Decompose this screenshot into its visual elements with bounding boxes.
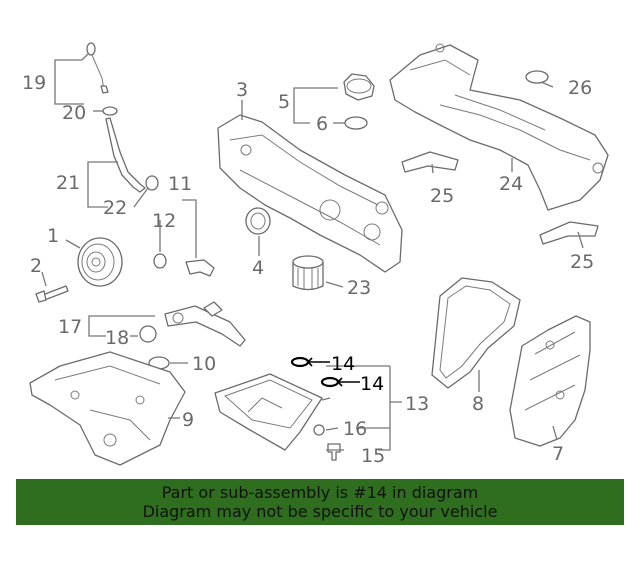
cap-gasket: [344, 116, 368, 130]
label-4: 4: [252, 257, 264, 279]
oil-filter: [292, 255, 324, 291]
notice-line-2: Diagram may not be specific to your vehi…: [142, 502, 498, 521]
label-5: 5: [278, 91, 290, 113]
fitting-11: [185, 259, 215, 277]
gasket-22: [145, 175, 159, 191]
label-2: 2: [30, 255, 42, 277]
label-16: 16: [343, 418, 367, 440]
o-ring-20: [102, 106, 118, 116]
label-17: 17: [58, 316, 82, 338]
label-7: 7: [552, 443, 564, 465]
label-20: 20: [62, 102, 86, 124]
part-number-labels: 1 2 3 4 5 6 7 8 9 10 11 12 13 14 14 15 1…: [22, 72, 594, 467]
gasket-26: [525, 70, 549, 84]
label-19: 19: [22, 72, 46, 94]
notice-line-1: Part or sub-assembly is #14 in diagram: [161, 483, 479, 502]
label-13: 13: [405, 393, 429, 415]
valve-cover-gasket: [431, 277, 521, 389]
dipstick: [86, 42, 109, 94]
oil-pan: [214, 373, 323, 451]
label-24: 24: [499, 173, 523, 195]
leader-lines: [41, 53, 584, 451]
upper-oil-pan: [29, 351, 186, 466]
o-ring-18: [139, 325, 157, 343]
gasket-16: [313, 424, 325, 436]
label-15: 15: [361, 445, 385, 467]
oil-pipe: [164, 301, 246, 347]
drain-plug: [327, 443, 341, 461]
crankshaft-pulley: [77, 237, 123, 287]
valve-cover: [509, 315, 591, 447]
label-22: 22: [103, 197, 127, 219]
oil-filler-cap: [343, 73, 375, 101]
label-14-upper: 14: [331, 353, 355, 375]
intake-gasket-a: [401, 151, 459, 173]
label-8: 8: [472, 393, 484, 415]
label-18: 18: [105, 327, 129, 349]
label-6: 6: [316, 113, 328, 135]
label-12: 12: [152, 210, 176, 232]
o-ring-12: [153, 253, 167, 269]
label-11: 11: [168, 173, 192, 195]
label-25-lower: 25: [570, 251, 594, 273]
label-25-upper: 25: [430, 185, 454, 207]
timing-cover: [217, 114, 403, 273]
label-23: 23: [347, 277, 371, 299]
intake-gasket-b: [539, 221, 599, 245]
label-3: 3: [236, 79, 248, 101]
label-14-lower: 14: [360, 373, 384, 395]
parts-diagram: 1 2 3 4 5 6 7 8 9 10 11 12 13 14 14 15 1…: [22, 42, 609, 467]
intake-manifold: [389, 43, 609, 211]
label-26: 26: [568, 77, 592, 99]
label-21: 21: [56, 172, 80, 194]
label-10: 10: [192, 353, 216, 375]
dipstick-tube: [105, 117, 146, 193]
label-9: 9: [182, 409, 194, 431]
notice-banner: Part or sub-assembly is #14 in diagram D…: [16, 479, 624, 525]
front-seal: [245, 207, 271, 235]
label-1: 1: [47, 225, 59, 247]
pulley-bolt: [35, 285, 69, 303]
leader-lines-highlighted: [306, 357, 360, 387]
